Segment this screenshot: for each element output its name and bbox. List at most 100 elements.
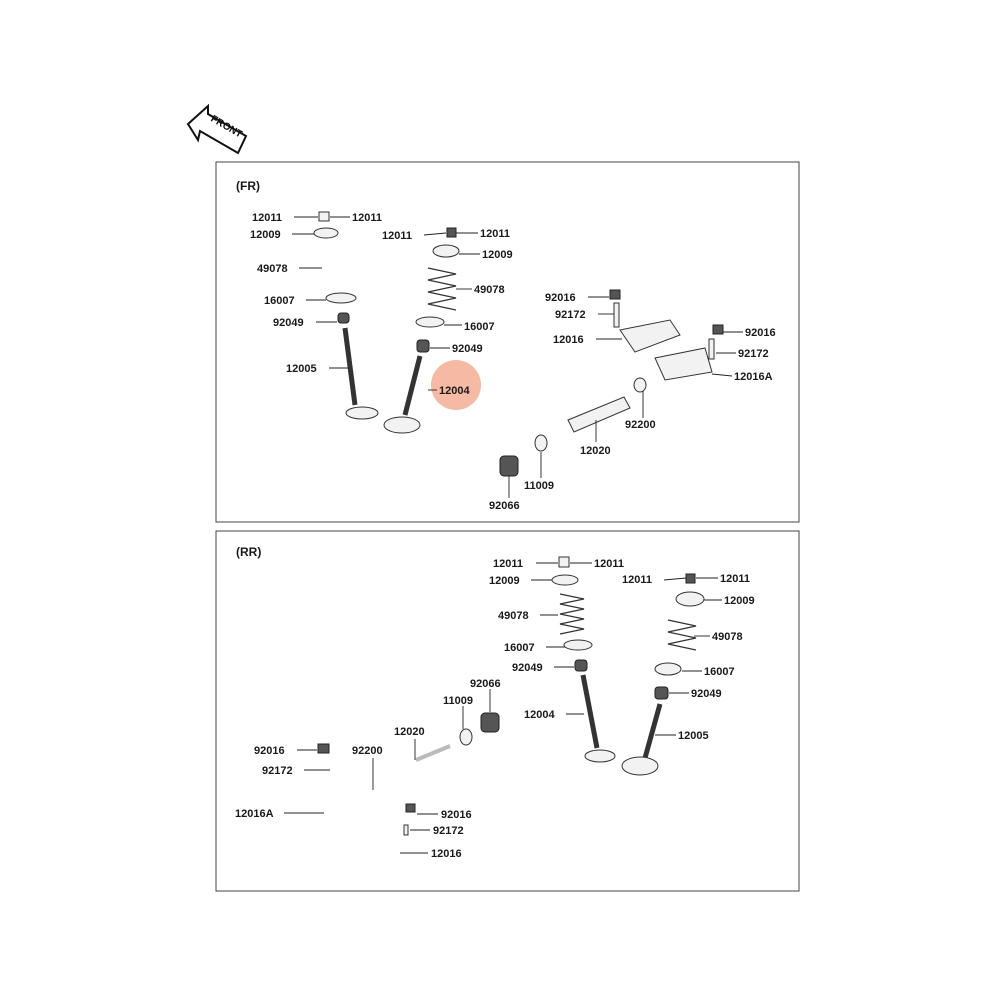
label-fr-92066: 92066: [489, 500, 520, 512]
label-rr-12009-b: 12009: [724, 595, 755, 607]
rr-rocker-shaft-icon: [415, 744, 451, 762]
fr-rocker-arm-b-icon: [654, 347, 713, 381]
fr-valve-stem-b-icon: [402, 355, 423, 416]
fr-washer-icon: [633, 377, 647, 393]
rr-o-ring-icon: [459, 728, 473, 746]
label-fr-12016: 12016: [553, 334, 584, 346]
label-fr-92200: 92200: [625, 419, 656, 431]
label-fr-16007-b: 16007: [464, 321, 495, 333]
rr-rocker-assembly: [317, 712, 500, 836]
label-fr-12011-b: 12011: [352, 212, 382, 224]
fr-adjuster-b-icon: [708, 338, 715, 360]
label-rr-92200: 92200: [352, 745, 383, 757]
panel-rr: (RR): [215, 530, 800, 892]
fr-stem-seal-b-icon: [416, 339, 430, 353]
rr-plug-icon: [480, 712, 500, 733]
label-rr-92016-b: 92016: [441, 809, 472, 821]
fr-retainer-b-icon: [432, 244, 460, 258]
label-rr-92049-b: 92049: [691, 688, 722, 700]
label-rr-49078-b: 49078: [712, 631, 743, 643]
label-rr-16007-b: 16007: [704, 666, 735, 678]
label-rr-11009: 11009: [443, 695, 473, 707]
label-rr-92066: 92066: [470, 678, 501, 690]
fr-spring-icon: [427, 267, 457, 311]
rr-valve-head-b-icon: [621, 756, 659, 776]
label-fr-92172-b: 92172: [738, 348, 769, 360]
fr-spring-seat-b-icon: [415, 316, 445, 328]
label-rr-12009-a: 12009: [489, 575, 520, 587]
rr-stem-seal-icon: [574, 659, 588, 672]
fr-leader-lines: [292, 216, 743, 498]
label-rr-12020: 12020: [394, 726, 425, 738]
rr-valve-stem-icon: [580, 674, 600, 749]
rr-stem-seal-b-icon: [654, 686, 669, 700]
rr-adjuster-icon: [403, 824, 409, 836]
label-fr-12020: 12020: [580, 445, 611, 457]
label-fr-49078-a: 49078: [257, 263, 288, 275]
rr-leader-lines: [284, 562, 722, 854]
label-rr-92016-a: 92016: [254, 745, 285, 757]
label-fr-11009: 11009: [524, 480, 554, 492]
label-fr-12009-a: 12009: [250, 229, 281, 241]
label-rr-16007-a: 16007: [504, 642, 535, 654]
panel-fr-header: (FR): [236, 179, 260, 193]
label-fr-92016-b: 92016: [745, 327, 776, 339]
label-rr-12016A: 12016A: [235, 808, 274, 820]
label-rr-12005: 12005: [678, 730, 709, 742]
label-fr-12011-c: 12011: [382, 230, 412, 242]
label-rr-49078-a: 49078: [498, 610, 529, 622]
label-fr-12011-a: 12011: [252, 212, 282, 224]
label-fr-92049-b: 92049: [452, 343, 483, 355]
rr-spring-icon: [559, 593, 585, 635]
label-rr-12016: 12016: [431, 848, 462, 860]
label-fr-12016A: 12016A: [734, 371, 773, 383]
label-fr-92016-a: 92016: [545, 292, 576, 304]
rr-valve-head-icon: [584, 749, 616, 763]
rr-retainer-b-icon: [675, 591, 705, 607]
panel-fr: (FR): [215, 161, 800, 523]
rr-valve-stem-b-icon: [642, 703, 663, 759]
highlight-marker: [431, 360, 481, 410]
rr-right-valve-assembly: [621, 573, 705, 776]
fr-nut-a-icon: [609, 289, 621, 300]
fr-plug-icon: [499, 455, 519, 477]
label-rr-92049-a: 92049: [512, 662, 543, 674]
fr-keeper-b-icon: [446, 227, 457, 238]
label-rr-12011-d: 12011: [720, 573, 750, 585]
label-rr-12004: 12004: [524, 709, 555, 721]
label-rr-12011-c: 12011: [622, 574, 652, 586]
rr-spring-seat-icon: [563, 639, 593, 651]
label-fr-92049-a: 92049: [273, 317, 304, 329]
fr-rocker-assembly: [499, 289, 724, 477]
fr-retainer-icon: [313, 227, 339, 239]
fr-right-valve-assembly: [383, 227, 460, 434]
fr-spring-seat-icon: [325, 292, 357, 304]
fr-o-ring-icon: [534, 434, 548, 452]
label-fr-92172-a: 92172: [555, 309, 586, 321]
label-rr-12011-b: 12011: [594, 558, 624, 570]
label-fr-12009-b: 12009: [482, 249, 513, 261]
label-rr-12011-a: 12011: [493, 558, 523, 570]
fr-valve-stem-icon: [342, 327, 358, 406]
fr-adjuster-a-icon: [613, 302, 620, 328]
fr-left-valve-assembly: [313, 211, 379, 420]
label-fr-16007-a: 16007: [264, 295, 295, 307]
label-fr-12011-d: 12011: [480, 228, 510, 240]
rr-nut-a-icon: [317, 743, 330, 754]
panel-rr-frame: [215, 530, 800, 892]
rr-left-valve-assembly: [551, 556, 616, 763]
label-fr-12005: 12005: [286, 363, 317, 375]
label-rr-92172-b: 92172: [433, 825, 464, 837]
rr-keeper-icon: [558, 556, 570, 568]
fr-rocker-shaft-icon: [567, 396, 631, 433]
rr-retainer-icon: [551, 574, 579, 586]
label-rr-92172-a: 92172: [262, 765, 293, 777]
fr-keeper-icon: [318, 211, 330, 222]
rr-keeper-b-icon: [685, 573, 696, 584]
fr-nut-b-icon: [712, 324, 724, 335]
rr-spring-seat-b-icon: [654, 662, 682, 676]
rr-spring-b-icon: [667, 619, 697, 651]
label-fr-49078-b: 49078: [474, 284, 505, 296]
